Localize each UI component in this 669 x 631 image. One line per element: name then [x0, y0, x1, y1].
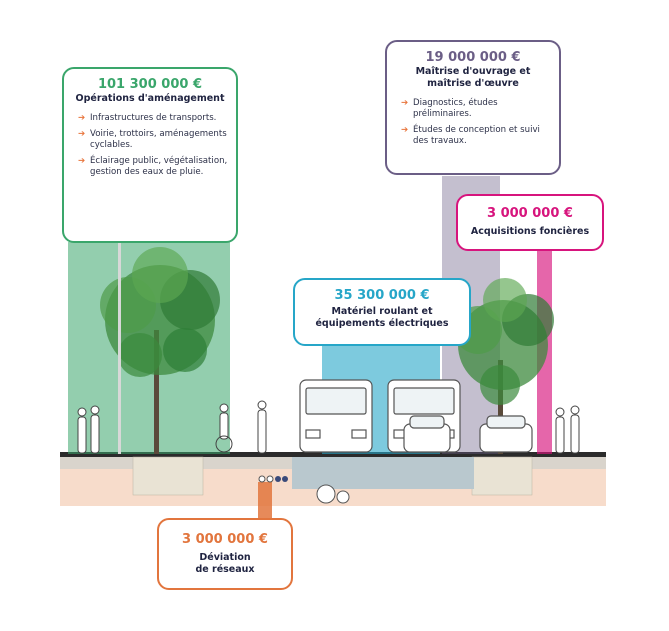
amount-maitrise: 19 000 000 € [425, 50, 521, 65]
title-acquisitions: Acquisitions foncières [470, 226, 590, 237]
list-item: ➔Éclairage public, végétalisation, gesti… [78, 156, 228, 177]
list-amenagement: ➔Infrastructures de transports. ➔Voirie,… [64, 113, 236, 178]
list-maitrise: ➔Diagnostics, études préliminaires. ➔Étu… [387, 98, 559, 147]
arrow-right-icon: ➔ [78, 113, 86, 123]
planting-pit-right [471, 456, 533, 496]
tree-left-icon [100, 247, 220, 454]
planting-pit-left [132, 456, 204, 496]
lamp-post-icon [118, 240, 121, 454]
card-amenagement: 101 300 000 € Opérations d'aménagement ➔… [62, 67, 238, 243]
pedestrian-icon [257, 400, 267, 454]
tree-right-icon [454, 278, 554, 454]
amount-amenagement: 101 300 000 € [97, 77, 203, 92]
car-center-icon [403, 415, 451, 453]
card-deviation: 3 000 000 € Déviation de réseaux [157, 518, 293, 590]
card-acquisitions: 3 000 000 € Acquisitions foncières [456, 194, 604, 251]
roadway-structure [292, 457, 474, 489]
title-deviation: Déviation de réseaux [195, 552, 255, 575]
gravel-right [532, 457, 606, 469]
list-item: ➔Infrastructures de transports. [78, 113, 217, 123]
network-pipe [275, 476, 281, 482]
ground-surface [60, 452, 606, 457]
arrow-right-icon: ➔ [401, 98, 409, 108]
list-item: ➔Diagnostics, études préliminaires. [401, 98, 498, 119]
card-materiel: 35 300 000 € Matériel roulant et équipem… [293, 278, 471, 346]
car-right-icon [479, 415, 533, 453]
amount-acquisitions: 3 000 000 € [487, 206, 573, 221]
bus-left-icon [299, 379, 373, 453]
amount-deviation: 3 000 000 € [182, 532, 268, 547]
network-pipe-large [316, 484, 336, 504]
title-materiel: Matériel roulant et équipements électriq… [315, 306, 449, 329]
cyclist-icon [215, 403, 233, 453]
network-pipe [282, 476, 288, 482]
gravel-sidewalk [200, 457, 292, 469]
title-maitrise: Maîtrise d'ouvrage et maîtrise d'œuvre [415, 66, 531, 89]
pedestrians-right-icon [555, 405, 580, 454]
pedestrians-left-icon [77, 405, 100, 454]
network-pipe-large [336, 490, 350, 504]
card-maitrise: 19 000 000 € Maîtrise d'ouvrage et maîtr… [385, 40, 561, 175]
gravel-left [60, 457, 138, 469]
list-item: ➔Études de conception et suivi des trava… [401, 125, 540, 146]
highlight-deviation [258, 482, 272, 520]
network-pipe [258, 475, 266, 483]
list-item: ➔Voirie, trottoirs, aménagements cyclabl… [78, 129, 227, 150]
amount-materiel: 35 300 000 € [334, 288, 430, 303]
arrow-right-icon: ➔ [78, 129, 86, 139]
title-amenagement: Opérations d'aménagement [75, 93, 225, 104]
arrow-right-icon: ➔ [401, 125, 409, 135]
network-pipe [266, 475, 274, 483]
arrow-right-icon: ➔ [78, 156, 86, 166]
